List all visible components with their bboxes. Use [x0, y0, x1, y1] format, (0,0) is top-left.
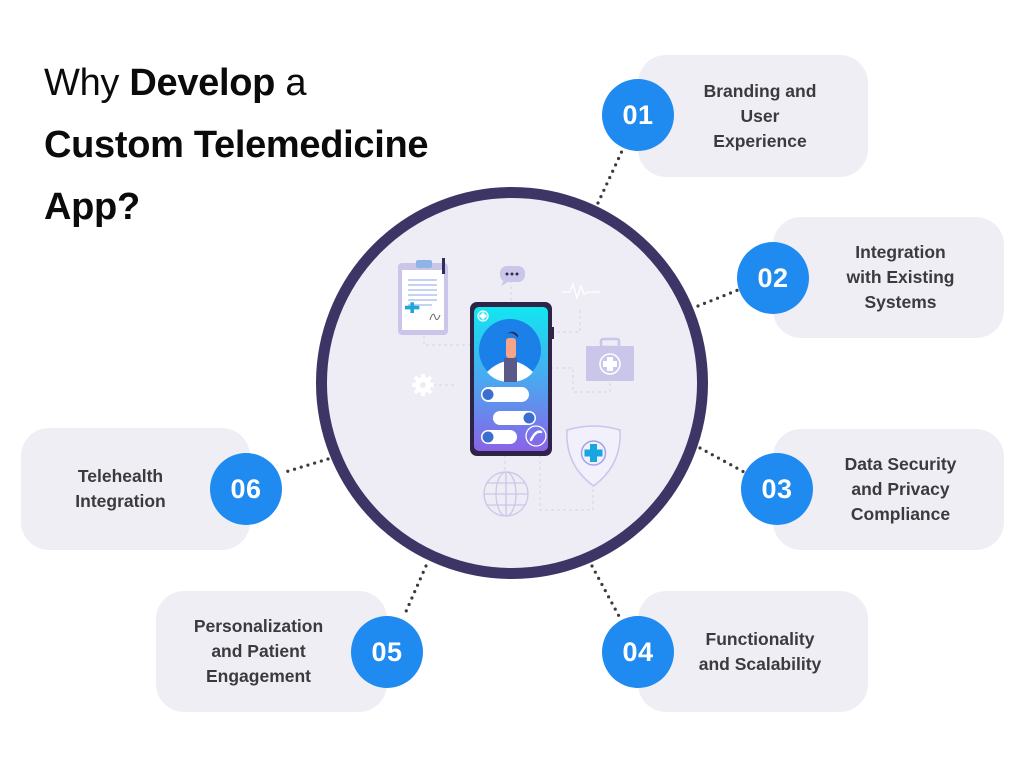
gear-icon — [412, 374, 434, 396]
globe-icon — [483, 471, 529, 517]
label-line: Branding and — [703, 80, 817, 101]
connector-06 — [280, 457, 330, 475]
feature-label: Personalization and Patient Engagement — [194, 614, 323, 689]
label-line: Engagement — [205, 666, 312, 686]
title-line-1: Why Develop a — [44, 52, 428, 114]
clipboard-icon — [398, 258, 448, 335]
number-badge-06: 06 — [210, 453, 282, 525]
number-badge-05: 05 — [351, 616, 423, 688]
feature-label: Branding and User Experience — [704, 79, 817, 154]
feature-label: Data Security and Privacy Compliance — [845, 452, 957, 527]
label-line: with Existing — [846, 267, 955, 287]
label-line: User — [740, 105, 780, 126]
label-line: Integration — [855, 242, 946, 262]
label-line: and Privacy — [851, 479, 950, 499]
feature-card-02: Integration with Existing Systems — [773, 217, 1004, 338]
title-line-3: App? — [44, 186, 140, 228]
label-line: and Patient — [211, 641, 306, 661]
number-badge-04: 04 — [602, 616, 674, 688]
shield-cross-icon — [566, 425, 621, 487]
label-line: Telehealth — [77, 466, 164, 486]
title-suffix: a — [275, 62, 307, 104]
label-line: Experience — [713, 130, 807, 151]
title-line-2: Custom Telemedicine — [44, 124, 429, 166]
connector-01 — [596, 149, 624, 205]
label-line: and Scalability — [698, 653, 822, 674]
feature-card-05: Personalization and Patient Engagement — [156, 591, 387, 712]
chat-bubble-icon — [500, 266, 525, 286]
feature-label: Integration with Existing Systems — [847, 240, 955, 315]
title-prefix: Why — [44, 62, 130, 104]
label-line: Personalization — [193, 616, 324, 636]
telemedicine-illustration — [398, 258, 634, 517]
smartphone-doctor-icon — [470, 302, 554, 456]
number-badge-02: 02 — [737, 242, 809, 314]
feature-label: Telehealth Integration — [75, 464, 165, 514]
title-emphasis: Develop — [129, 62, 276, 104]
label-line: Systems — [864, 292, 937, 312]
connector-02 — [696, 288, 740, 308]
feature-card-04: Functionality and Scalability — [638, 591, 868, 712]
connector-05 — [402, 564, 428, 618]
heart-pulse-icon — [562, 281, 600, 301]
feature-label: Functionality and Scalability — [699, 627, 822, 677]
page-title: Why Develop a Custom Telemedicine App? — [44, 52, 429, 238]
label-line: Compliance — [850, 504, 951, 524]
number-badge-01: 01 — [602, 79, 674, 151]
connector-03 — [698, 446, 746, 474]
label-line: Integration — [75, 491, 166, 511]
number-badge-03: 03 — [741, 453, 813, 525]
label-line: Data Security — [844, 454, 957, 474]
connector-04 — [590, 564, 622, 620]
feature-card-01: Branding and User Experience — [638, 55, 868, 177]
medical-kit-icon — [586, 337, 634, 381]
label-line: Functionality — [705, 628, 815, 649]
